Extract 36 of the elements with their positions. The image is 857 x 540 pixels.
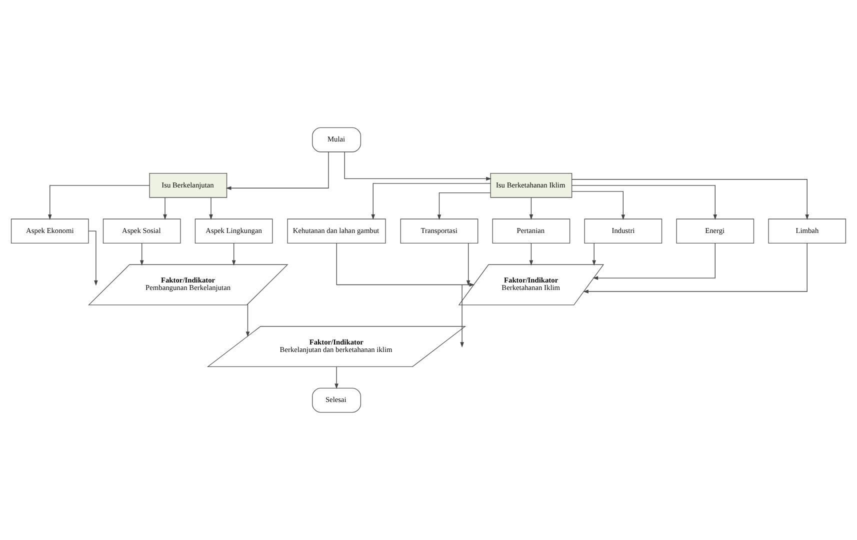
- arrow: [460, 284, 464, 348]
- arrow: [466, 242, 470, 286]
- arrow: [336, 242, 475, 287]
- node-box: Aspek Sosial: [102, 218, 181, 244]
- arrow: [163, 197, 167, 220]
- node-box: Isu Berkelanjutan: [149, 173, 228, 198]
- node-box: Limbah: [768, 218, 846, 244]
- arrow: [88, 230, 98, 286]
- arrow: [246, 304, 250, 338]
- arrow: [437, 192, 491, 220]
- arrow: [572, 185, 718, 220]
- arrow: [140, 242, 144, 266]
- node-box: Isu Berketahanan Iklim: [490, 173, 572, 198]
- arrow: [592, 242, 596, 266]
- arrow: [529, 197, 534, 220]
- arrow: [334, 366, 338, 390]
- node-box: Energi: [676, 218, 754, 244]
- node-box: Pertanian: [492, 218, 570, 244]
- arrow: [371, 183, 491, 220]
- node-box: Aspek Ekonomi: [10, 218, 89, 244]
- arrow: [583, 242, 808, 294]
- node-box: Transportasi: [400, 218, 478, 244]
- node-box: Kehutanan dan lahan gambut: [287, 218, 386, 244]
- arrow: [232, 242, 236, 266]
- node-box: Industri: [584, 218, 662, 244]
- arrow: [344, 152, 492, 181]
- arrow: [572, 191, 626, 220]
- node-box: Mulai: [312, 127, 362, 152]
- arrow: [529, 242, 534, 266]
- arrow: [226, 152, 329, 190]
- arrow: [48, 185, 150, 220]
- arrow: [209, 197, 213, 220]
- node-box: Selesai: [312, 388, 362, 413]
- arrow: [592, 242, 716, 280]
- node-box: Aspek Lingkungan: [194, 218, 273, 244]
- arrow: [572, 179, 809, 220]
